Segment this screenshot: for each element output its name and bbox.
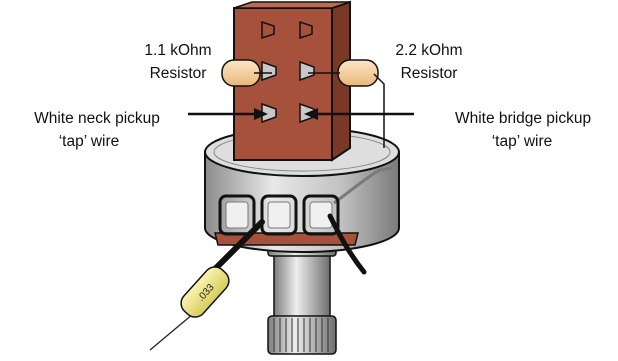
resistor-left-name-label: Resistor xyxy=(150,65,207,82)
bridge-pickup-label-line1: White bridge pickup xyxy=(455,110,591,127)
bridge-pickup-arrow xyxy=(304,108,414,120)
capacitor: .033 xyxy=(149,219,265,351)
neck-pickup-arrow xyxy=(188,108,268,120)
resistor-left-value-label: 1.1 kOhm xyxy=(144,42,211,59)
pot-shaft xyxy=(267,237,337,355)
neck-pickup-label-line1: White neck pickup xyxy=(34,110,160,127)
neck-pickup-label-line2: ‘tap’ wire xyxy=(59,133,120,150)
pot-lugs xyxy=(214,194,359,246)
resistor-right-value-label: 2.2 kOhm xyxy=(395,42,462,59)
black-wire xyxy=(327,213,367,275)
resistor-right xyxy=(308,59,385,148)
bridge-pickup-label-line2: ‘tap’ wire xyxy=(492,133,553,150)
resistor-right-name-label: Resistor xyxy=(401,65,458,82)
resistor-left xyxy=(221,59,272,87)
